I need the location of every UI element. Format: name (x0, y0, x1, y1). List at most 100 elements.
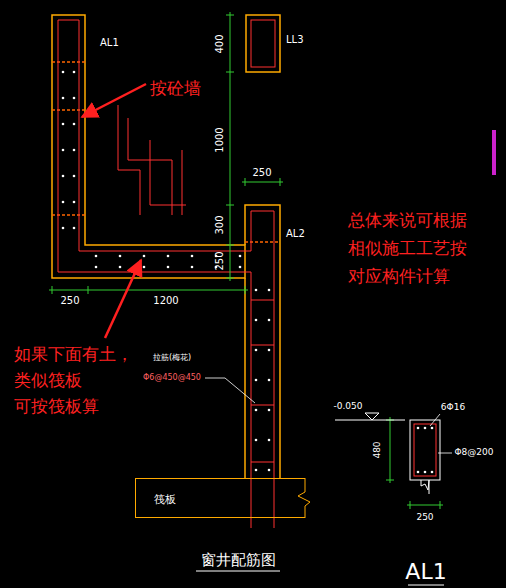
beam-joint (245, 241, 280, 243)
dimensions (49, 12, 443, 509)
dimension: 480 (373, 441, 383, 458)
title-underline (196, 571, 280, 572)
rebar-dot (73, 123, 76, 126)
node-text: 筏板 (154, 492, 305, 507)
rebar (58, 20, 275, 528)
beam-joint (52, 61, 85, 63)
note-text: 如果下面有土， (14, 345, 133, 364)
leader-line (438, 453, 452, 454)
rebar-dot (417, 427, 420, 430)
dimension: 1000 (214, 127, 225, 152)
rebar-dot (268, 289, 271, 292)
rebar-dot (62, 97, 65, 100)
rebar-dot (73, 97, 76, 100)
dim-tick (245, 286, 246, 294)
dim-tick (226, 278, 234, 279)
l-wall (52, 15, 245, 278)
dim-line (49, 290, 248, 291)
beam-section (410, 420, 440, 480)
elevation: -0.050 (333, 402, 362, 412)
rebar-dot (62, 123, 65, 126)
dim-line (242, 182, 283, 183)
al2-column (244, 278, 246, 478)
stirrup (251, 405, 274, 406)
stirrup (251, 300, 274, 301)
stirrup (251, 345, 274, 346)
note-text: 对应构件计算 (348, 267, 450, 286)
note-arrow (105, 260, 141, 338)
dimension: 250 (214, 251, 225, 270)
dimension: 250 (252, 167, 271, 178)
dim-tick (410, 501, 411, 509)
dim-tick (226, 15, 234, 16)
rebar-dot (239, 255, 242, 258)
rebar-dot (191, 266, 194, 269)
rebar-dot (62, 71, 65, 74)
title-underline (408, 585, 444, 586)
al1-detail (335, 413, 452, 494)
rebar-dot (62, 175, 65, 178)
rebar-dot (73, 175, 76, 178)
detail-title: AL1 (405, 560, 446, 584)
rebar-dot (73, 227, 76, 230)
beam-label: LL3 (286, 34, 304, 45)
note-text: 按砼墙 (150, 79, 201, 98)
rebar-dot (239, 266, 242, 269)
dimension: 300 (214, 215, 225, 234)
raft-slab: 筏板 (135, 478, 305, 518)
rebar-dot (167, 266, 170, 269)
rebar-dot (95, 255, 98, 258)
dimension: 400 (214, 34, 225, 53)
rebar-dot (424, 471, 427, 474)
rebar-dot (268, 319, 271, 322)
dim-tick (245, 178, 246, 186)
level-symbol (365, 413, 379, 420)
rebar-dot (255, 379, 258, 382)
note-arrow (82, 84, 146, 117)
dim-line (407, 505, 443, 506)
stamp-mark (492, 130, 496, 175)
rebar-dot (143, 255, 146, 258)
rebar-dot (424, 427, 427, 430)
note-text: 总体来说可根据 (348, 211, 467, 230)
rebar-dot (255, 439, 258, 442)
rebar-dot (255, 409, 258, 412)
rebar-dot (73, 71, 76, 74)
lap-symbol (150, 140, 186, 205)
rebar-note: Φ8@200 (455, 448, 494, 458)
dim-tick (386, 480, 394, 481)
dim-tick (226, 205, 234, 206)
rebar-dot (119, 266, 122, 269)
stirrup (414, 424, 436, 476)
rebar-dot (417, 471, 420, 474)
dimension: 1200 (153, 295, 178, 306)
beam-label: AL1 (100, 37, 119, 48)
rebar-dot (62, 149, 65, 152)
beam-joint (52, 109, 85, 111)
rebar-dot (268, 349, 271, 352)
rebar-line (58, 20, 274, 528)
stirrup (251, 462, 274, 463)
dimension: 250 (416, 513, 433, 523)
rebar-dot (73, 201, 76, 204)
rebar-note: Φ6@450@450 (143, 374, 201, 383)
break-symbol (298, 478, 310, 518)
rebar-dot (62, 227, 65, 230)
note-text: 相似施工工艺按 (348, 239, 467, 258)
rebar-note: 6Φ16 (441, 403, 465, 413)
rebar-note: 拉筋(梅花) (153, 354, 191, 363)
level-line (335, 420, 405, 421)
dim-tick (440, 501, 441, 509)
leader-line (205, 378, 255, 403)
rebar-dot (191, 255, 194, 258)
rebar-dot (268, 409, 271, 412)
rebar-dot (431, 427, 434, 430)
rebar-line (58, 20, 251, 528)
rebar-dot (431, 471, 434, 474)
dim-tick (88, 286, 89, 294)
dim-line (230, 12, 231, 281)
dimension: 250 (60, 295, 79, 306)
